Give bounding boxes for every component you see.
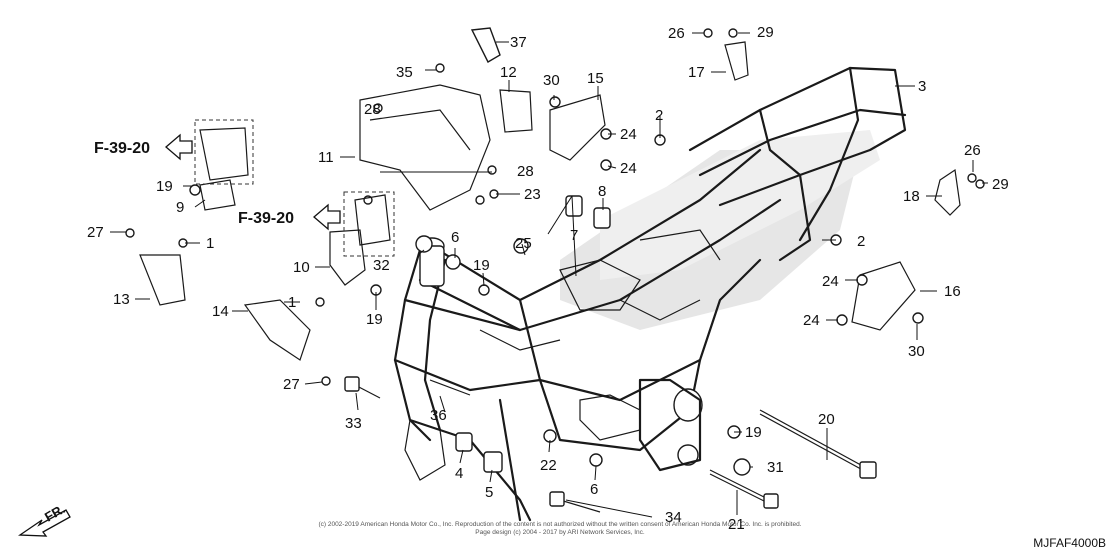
callout-8[interactable]: 8 bbox=[598, 183, 606, 200]
callout-19[interactable]: 19 bbox=[366, 311, 383, 328]
leader-lines bbox=[110, 32, 988, 518]
callout-7[interactable]: 7 bbox=[570, 227, 578, 244]
callout-27[interactable]: 27 bbox=[87, 224, 104, 241]
callout-37[interactable]: 37 bbox=[510, 34, 527, 51]
callout-24[interactable]: 24 bbox=[620, 126, 637, 143]
callout-1[interactable]: 1 bbox=[288, 294, 296, 311]
callout-29[interactable]: 29 bbox=[992, 176, 1009, 193]
reference-label-upper[interactable]: F-39-20 bbox=[94, 140, 150, 157]
callout-26[interactable]: 26 bbox=[668, 25, 685, 42]
callout-24[interactable]: 24 bbox=[803, 312, 820, 329]
callout-5[interactable]: 5 bbox=[485, 484, 493, 501]
reference-box-lower bbox=[343, 191, 395, 257]
callout-24[interactable]: 24 bbox=[620, 160, 637, 177]
callout-2[interactable]: 2 bbox=[857, 233, 865, 250]
callout-35[interactable]: 35 bbox=[396, 64, 413, 81]
callout-30[interactable]: 30 bbox=[543, 72, 560, 89]
callout-19[interactable]: 19 bbox=[745, 424, 762, 441]
reference-box-upper bbox=[194, 119, 254, 185]
callout-19[interactable]: 19 bbox=[473, 257, 490, 274]
callout-27[interactable]: 27 bbox=[283, 376, 300, 393]
frame-body bbox=[125, 27, 985, 522]
callout-33[interactable]: 33 bbox=[345, 415, 362, 432]
callout-6[interactable]: 6 bbox=[451, 229, 459, 246]
callout-16[interactable]: 16 bbox=[944, 283, 961, 300]
callout-14[interactable]: 14 bbox=[212, 303, 229, 320]
callout-1[interactable]: 1 bbox=[206, 235, 214, 252]
callout-6[interactable]: 6 bbox=[590, 481, 598, 498]
callout-labels: 1 1 2 2 3 4 5 6 6 7 8 9 10 11 12 13 14 1… bbox=[87, 24, 1009, 533]
callout-3[interactable]: 3 bbox=[918, 78, 926, 95]
callout-22[interactable]: 22 bbox=[540, 457, 557, 474]
front-arrow-icon bbox=[18, 509, 71, 537]
callout-28[interactable]: 28 bbox=[517, 163, 534, 180]
callout-10[interactable]: 10 bbox=[293, 259, 310, 276]
reference-arrow-upper-icon bbox=[165, 133, 193, 161]
callout-12[interactable]: 12 bbox=[500, 64, 517, 81]
callout-17[interactable]: 17 bbox=[688, 64, 705, 81]
callout-32[interactable]: 32 bbox=[373, 257, 390, 274]
callout-2[interactable]: 2 bbox=[655, 107, 663, 124]
callout-31[interactable]: 31 bbox=[767, 459, 784, 476]
callout-20[interactable]: 20 bbox=[818, 411, 835, 428]
callout-23[interactable]: 23 bbox=[524, 186, 541, 203]
callout-34[interactable]: 34 bbox=[665, 509, 682, 526]
callout-28[interactable]: 28 bbox=[364, 101, 381, 118]
reference-arrow-lower-icon bbox=[313, 203, 341, 231]
callout-30[interactable]: 30 bbox=[908, 343, 925, 360]
callout-21[interactable]: 21 bbox=[728, 516, 745, 533]
callout-13[interactable]: 13 bbox=[113, 291, 130, 308]
reference-label-lower[interactable]: F-39-20 bbox=[238, 210, 294, 227]
copyright-line-1: (c) 2002-2019 American Honda Motor Co., … bbox=[318, 521, 802, 528]
callout-29[interactable]: 29 bbox=[757, 24, 774, 41]
callout-36[interactable]: 36 bbox=[430, 407, 447, 424]
callout-4[interactable]: 4 bbox=[455, 465, 463, 482]
callout-19[interactable]: 19 bbox=[156, 178, 173, 195]
callout-18[interactable]: 18 bbox=[903, 188, 920, 205]
callout-9[interactable]: 9 bbox=[176, 199, 184, 216]
callout-15[interactable]: 15 bbox=[587, 70, 604, 87]
copyright-notice: (c) 2002-2019 American Honda Motor Co., … bbox=[290, 521, 830, 537]
callout-11[interactable]: 11 bbox=[318, 149, 334, 166]
drawing-code: MJFAF4000B bbox=[1033, 536, 1106, 550]
callout-25[interactable]: 25 bbox=[515, 235, 532, 252]
callout-24[interactable]: 24 bbox=[822, 273, 839, 290]
callout-26[interactable]: 26 bbox=[964, 142, 981, 159]
copyright-line-2: Page design (c) 2004 - 2017 by ARI Netwo… bbox=[475, 529, 645, 536]
